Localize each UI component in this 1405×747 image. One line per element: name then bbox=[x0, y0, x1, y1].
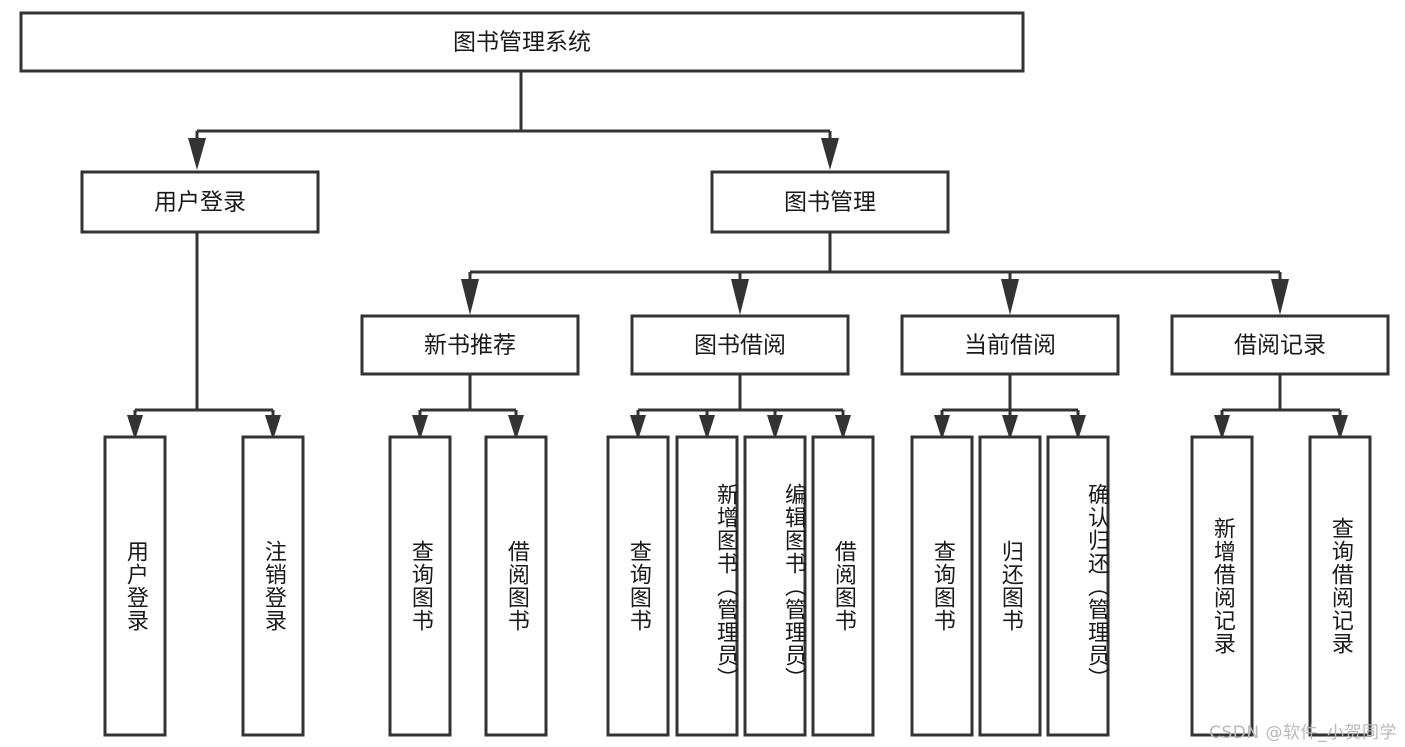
leaf-box-query-book-b[interactable] bbox=[606, 435, 670, 737]
node-user-login[interactable] bbox=[80, 170, 320, 234]
arrow-to-user-login bbox=[188, 138, 206, 170]
node-root-label: 图书管理系统 bbox=[453, 30, 591, 56]
node-borrow-record[interactable] bbox=[1170, 314, 1390, 376]
leaf-box-add-book[interactable] bbox=[675, 435, 739, 737]
arrow-to-leaf-edit-book bbox=[767, 415, 783, 440]
leaf-box-return-book[interactable] bbox=[978, 435, 1042, 737]
node-new-book-recommend[interactable] bbox=[360, 314, 580, 376]
arrow-to-leaf-borrow-book-a bbox=[508, 415, 524, 440]
arrow-to-leaf-add-record bbox=[1214, 415, 1230, 440]
node-borrow-record-label: 借阅记录 bbox=[1234, 333, 1326, 359]
leaf-box-borrow-book-a[interactable] bbox=[484, 435, 548, 737]
node-book-borrow-label: 图书借阅 bbox=[694, 333, 786, 359]
watermark-text: CSDN @软件_小贺同学 bbox=[1209, 723, 1397, 743]
node-book-management[interactable] bbox=[710, 170, 950, 234]
node-new-book-recommend-label: 新书推荐 bbox=[424, 333, 516, 359]
arrow-to-leaf-confirm-return bbox=[1070, 415, 1086, 440]
leaf-box-confirm-return[interactable] bbox=[1046, 435, 1110, 737]
arrow-to-leaf-add-book bbox=[699, 415, 715, 440]
node-book-management-label: 图书管理 bbox=[784, 190, 876, 216]
node-user-login-label: 用户登录 bbox=[154, 190, 246, 216]
arrow-to-book-borrow bbox=[731, 279, 749, 315]
arrow-to-leaf-query-record bbox=[1332, 415, 1348, 440]
arrow-to-leaf-query-book-a bbox=[412, 415, 428, 440]
arrow-to-leaf-logout bbox=[265, 415, 281, 440]
leaf-box-borrow-book-b[interactable] bbox=[811, 435, 875, 737]
node-book-borrow[interactable] bbox=[630, 314, 850, 376]
leaf-box-edit-book[interactable] bbox=[743, 435, 807, 737]
arrow-to-leaf-query-book-b bbox=[630, 415, 646, 440]
arrow-to-current-borrow bbox=[1001, 279, 1019, 315]
leaf-box-user-login[interactable] bbox=[103, 435, 167, 737]
node-root-book-management-system[interactable] bbox=[19, 11, 1025, 73]
node-current-borrow-label: 当前借阅 bbox=[964, 333, 1056, 359]
arrow-to-borrow-record bbox=[1271, 279, 1289, 315]
arrow-to-new-book-recommend bbox=[461, 279, 479, 315]
arrow-to-leaf-borrow-book-b bbox=[835, 415, 851, 440]
arrow-to-leaf-return-book bbox=[1002, 415, 1018, 440]
arrow-to-leaf-user-login bbox=[127, 415, 143, 440]
arrow-to-leaf-query-book-c bbox=[934, 415, 950, 440]
leaf-box-query-book-c[interactable] bbox=[910, 435, 974, 737]
node-current-borrow[interactable] bbox=[900, 314, 1120, 376]
leaf-box-query-book-a[interactable] bbox=[388, 435, 452, 737]
leaf-box-add-record[interactable] bbox=[1190, 435, 1254, 737]
leaf-box-logout[interactable] bbox=[241, 435, 305, 737]
connector-group bbox=[127, 71, 1348, 440]
arrow-to-book-manage bbox=[821, 138, 839, 170]
leaf-box-query-record[interactable] bbox=[1308, 435, 1372, 737]
